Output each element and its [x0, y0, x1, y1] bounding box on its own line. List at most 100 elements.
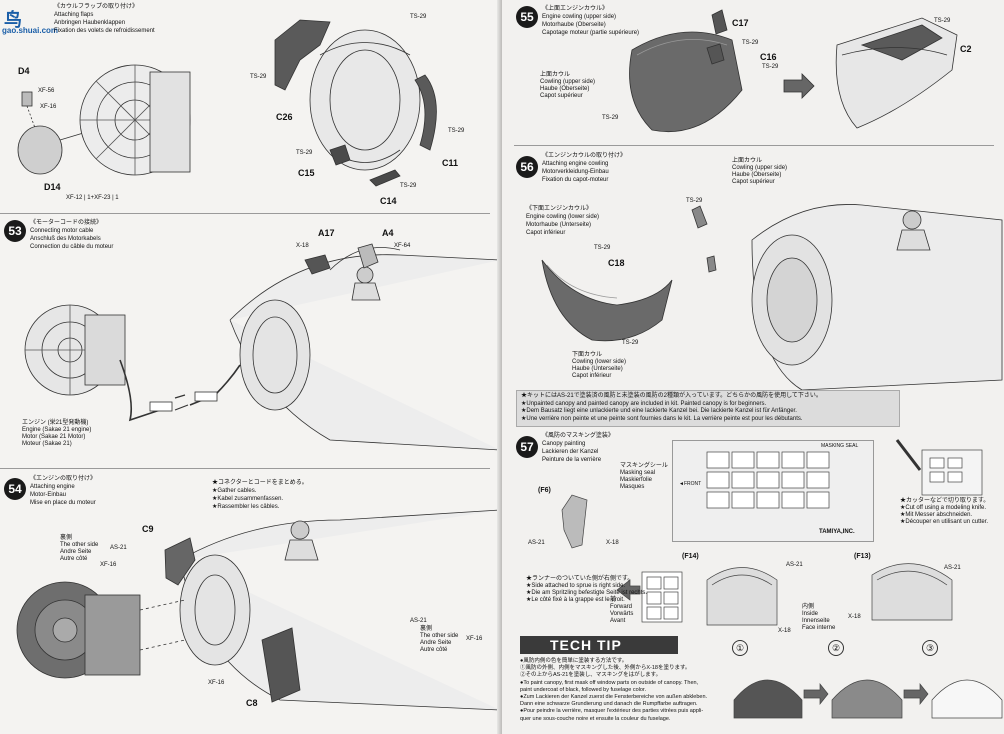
tech-tip-line: ●Zum Lackieren der Kanzel zuerst die Fen… [520, 694, 708, 701]
engine-label-jp: エンジン (栄21型発動機) [22, 420, 89, 426]
step-divider [0, 213, 490, 214]
cowl-label-jp: 上面カウル [540, 72, 571, 78]
part-d4: D4 [18, 66, 30, 76]
part-c14: C14 [380, 196, 397, 206]
canopy-note: ★キットにはAS-21で塗装済の風防と未塗装の風防の2種類が入っています。どちら… [516, 390, 900, 427]
step-title-jp: 《上面エンジンカウル》 [542, 6, 609, 12]
step-title-en: Canopy painting [542, 441, 586, 447]
paint-x18: X-18 [606, 540, 619, 546]
note-line: ★キットにはAS-21で塗装済の風防と未塗装の風防の2種類が入っています。どちら… [521, 393, 822, 399]
ts29-label: TS-29 [594, 245, 611, 251]
paint-xf64: XF-64 [394, 243, 411, 249]
tech-tip-line: ①風防の外側、内側をマスキングした後、外側からX-18を塗ります。 [520, 665, 691, 672]
step-title-jp: 《エンジンの取り付け》 [30, 476, 97, 482]
paint-x18: X-18 [848, 614, 861, 620]
tech-tip-line: ●To paint canopy, first mask off window … [520, 679, 699, 686]
masking-seal-de: Maskierfolie [620, 477, 653, 483]
masking-seal-en: Masking seal [620, 470, 656, 476]
ts29-label: TS-29 [934, 18, 951, 24]
cut-note-en: ★Cut off using a modeling knife. [900, 505, 986, 511]
lower-cowl-title-jp: 《下面エンジンカウル》 [526, 206, 593, 212]
cut-note-de: ★Mit Messer abschneiden. [900, 512, 973, 518]
part-d14: D14 [44, 182, 61, 192]
upper-cowl-de: Haube (Oberseite) [732, 172, 782, 178]
gather-note-jp: ★コネクターとコードをまとめる。 [212, 480, 308, 486]
part-a4: A4 [382, 228, 394, 238]
part-c16: C16 [760, 52, 777, 62]
other-side-de: Andre Seite [420, 640, 452, 646]
ts29-label: TS-29 [622, 340, 639, 346]
gather-note-fr: ★Rassembler les câbles. [212, 504, 280, 510]
step-title-de: Lackieren der Kanzel [542, 449, 599, 455]
tech-tip-line: ●風防内側の色を簡単に塗装する方法です。 [520, 658, 628, 664]
part-c9: C9 [142, 524, 154, 534]
paint-as21: AS-21 [528, 540, 545, 546]
cut-note-fr: ★Découper en utilisant un cutter. [900, 519, 989, 525]
step-divider [0, 468, 490, 469]
paint-xf56: XF-56 [38, 88, 55, 94]
part-c18: C18 [608, 258, 625, 268]
upper-cowl-jp: 上面カウル [732, 158, 763, 164]
tech-tip-step-1: ① [732, 640, 748, 656]
masking-seal-fr: Masques [620, 484, 645, 490]
tech-tip-line: paint undercoat of black, followed by fu… [520, 686, 646, 693]
watermark-url: gao.shuai.com [2, 26, 59, 35]
cut-note-jp: ★カッターなどで切り取ります。 [900, 498, 990, 504]
part-c2: C2 [960, 44, 972, 54]
note-line: ★Unpainted canopy and painted canopy are… [521, 400, 767, 407]
tech-tip-line: quer une sous-couche noire et ensuite la… [520, 715, 671, 722]
part-c8: C8 [246, 698, 258, 708]
left-page: 鸟 gao.shuai.com 《カウルフラップの取り付け》 Attaching… [0, 0, 502, 734]
step-number-54: 54 [4, 478, 26, 500]
step-title-en: Engine cowling (upper side) [542, 14, 617, 20]
sprue-note-fr: ★Le côté fixé à la grappe est le droit. [526, 597, 625, 603]
step-title-jp: 《カウルフラップの取り付け》 [54, 4, 139, 10]
paint-xf16: XF-16 [100, 562, 117, 568]
sprue-note-jp: ★ランナーのついていた側が右側です。 [526, 576, 634, 582]
step-title-fr: Fixation du capot-moteur [542, 177, 609, 183]
right-page: 55 《上面エンジンカウル》 Engine cowling (upper sid… [502, 0, 1004, 734]
canopy-masking-diagram [561, 439, 1003, 719]
step-number-57: 57 [516, 436, 538, 458]
step-title-fr: Mise en place du moteur [30, 500, 96, 506]
gather-note-en: ★Gather cables. [212, 488, 257, 494]
other-side-jp: 裏側 [60, 535, 73, 541]
step-title-de: Motorverkleidung-Einbau [542, 169, 609, 175]
tech-tip-line: Dann eine schwarze Grundierung und danac… [520, 701, 698, 708]
step-title-en: Connecting motor cable [30, 228, 94, 234]
step-title-jp: 《風防のマスキング塗装》 [542, 433, 614, 439]
paint-xf16: XF-16 [208, 680, 225, 686]
lower-cowl-title-en: Engine cowling (lower side) [526, 214, 600, 220]
upper-cowl-en: Cowling (upper side) [732, 165, 788, 171]
paint-as21: AS-21 [110, 545, 127, 551]
step-title-en: Attaching flaps [54, 12, 94, 18]
paint-xf16: XF-16 [466, 636, 483, 642]
ts29-label: TS-29 [602, 115, 619, 121]
ts29-label: TS-29 [448, 128, 465, 134]
other-side-fr: Autre côté [420, 647, 448, 653]
step-title-en: Attaching engine cowling [542, 161, 609, 167]
lower-cowl-fr: Capot inférieur [572, 373, 612, 379]
masking-seal-jp: マスキングシール [620, 463, 668, 469]
part-c11: C11 [442, 158, 459, 168]
ts29-label: TS-29 [400, 183, 417, 189]
step-number-53: 53 [4, 220, 26, 242]
ts29-label: TS-29 [742, 40, 759, 46]
part-f6: (F6) [538, 487, 551, 494]
tech-tip-step-3: ③ [922, 640, 938, 656]
forward-fr: Avant [610, 618, 626, 624]
inside-fr: Face interne [802, 625, 836, 631]
step-title-jp: 《エンジンカウルの取り付け》 [542, 153, 627, 159]
step-title-fr: Peinture de la verrière [542, 457, 602, 463]
front-mark: ◄FRONT [679, 481, 702, 487]
tech-tip-line: ②その上からAS-21を塗装し、マスキングをはがします。 [520, 672, 662, 679]
step-title-de: Anbringen Haubenklappen [54, 20, 126, 26]
step-number-55: 55 [516, 6, 538, 28]
step-title-de: Motorhaube (Oberseite) [542, 22, 606, 28]
other-side-de: Andre Seite [60, 549, 92, 555]
step-title-de: Motor-Einbau [30, 492, 67, 498]
part-f14: (F14) [682, 553, 699, 560]
watermark-logo: 鸟 [4, 10, 22, 30]
lower-cowl-de: Haube (Unterseite) [572, 366, 623, 372]
note-line: ★Dem Bausatz liegt eine unlackierte und … [521, 408, 797, 414]
